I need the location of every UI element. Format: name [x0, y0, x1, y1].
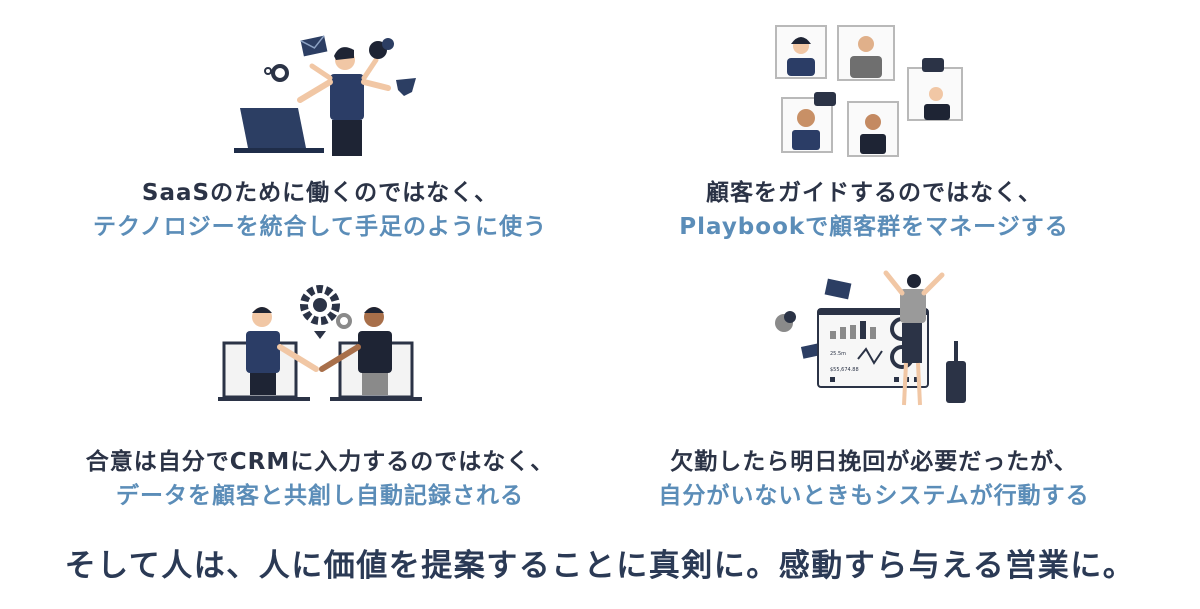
- panel-crm-line2: データを顧客と共創し自動記録される: [116, 483, 524, 509]
- panel-crm-line1: 合意は自分でCRMに入力するのではなく、: [85, 449, 555, 475]
- dashboard-total: $55,674.88: [830, 367, 859, 373]
- panel-playbook-line2: Playbookで顧客群をマネージする: [679, 214, 1069, 240]
- panel-automation-caption: 欠勤したら明日挽回が必要だったが、 自分がいないときもシステムが行動する: [574, 445, 1174, 513]
- panel-automation-line2: 自分がいないときもシステムが行動する: [658, 483, 1090, 509]
- dashboard-small-label: 25.5m: [830, 351, 846, 357]
- panel-playbook-line1: 顧客をガイドするのではなく、: [706, 180, 1042, 206]
- multitasking-person-icon: [234, 35, 416, 156]
- handshake-laptops-icon: [218, 285, 422, 401]
- panel-automation-line1: 欠勤したら明日挽回が必要だったが、: [670, 449, 1078, 475]
- panel-playbook-caption: 顧客をガイドするのではなく、 Playbookで顧客群をマネージする: [574, 176, 1174, 244]
- dashboard-traveler-icon: 25.5m $55,674.88: [775, 270, 966, 406]
- video-call-customers-icon: [775, 25, 963, 157]
- panel-technology-caption: SaaSのために働くのではなく、 テクノロジーを統合して手足のように使う: [20, 176, 620, 244]
- panel-crm-caption: 合意は自分でCRMに入力するのではなく、 データを顧客と共創し自動記録される: [20, 445, 620, 513]
- panel-technology-line1: SaaSのために働くのではなく、: [141, 180, 499, 206]
- panel-technology-line2: テクノロジーを統合して手足のように使う: [93, 214, 547, 240]
- tagline: そして人は、人に価値を提案することに真剣に。感動すら与える営業に。: [64, 548, 1136, 584]
